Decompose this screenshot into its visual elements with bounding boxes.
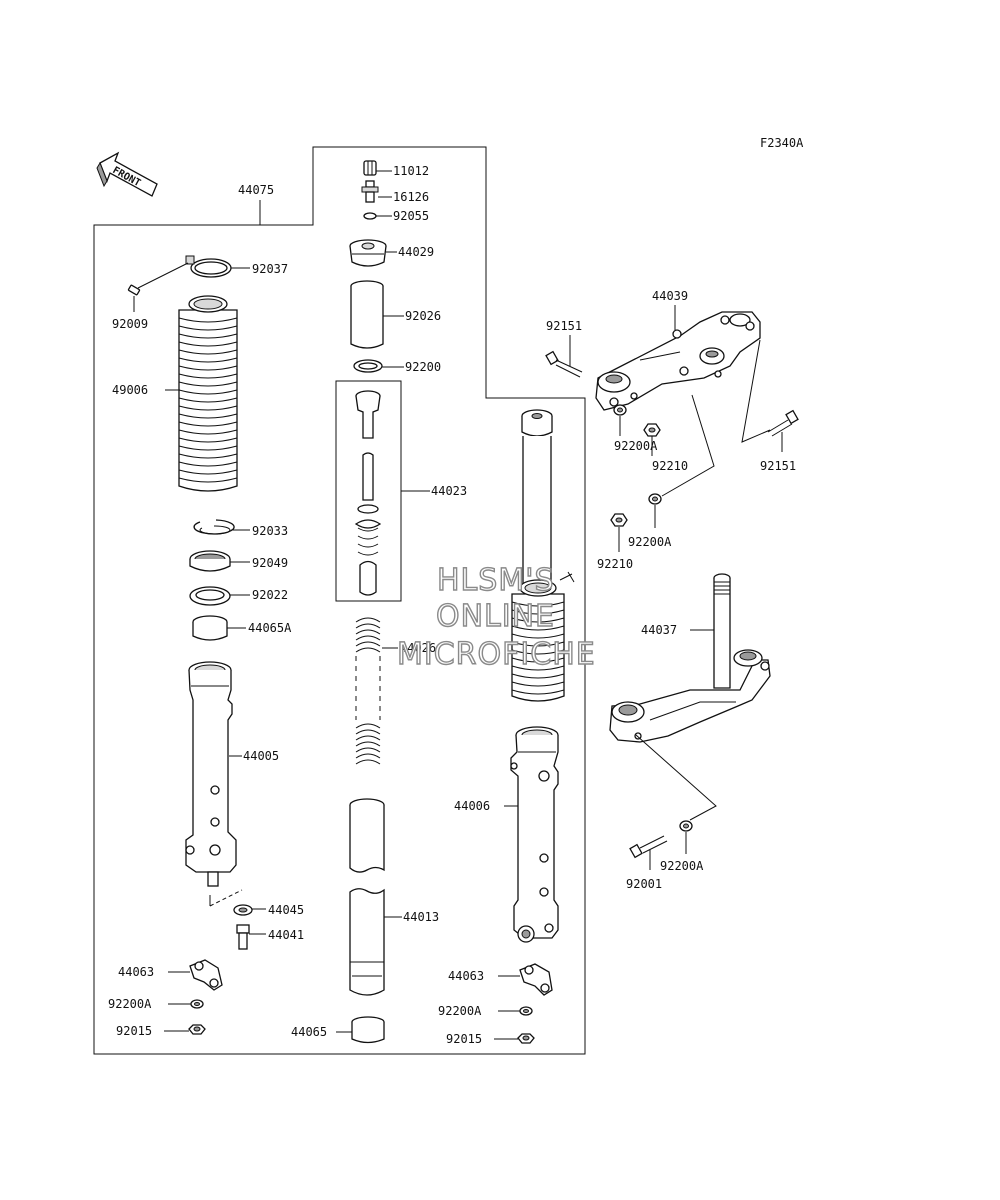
- o-ring-92055: [363, 212, 377, 220]
- label-92015-left: 92015: [116, 1024, 152, 1038]
- label-44026: 44026: [400, 641, 436, 655]
- inner-tube-44013: [349, 798, 385, 996]
- label-44065A: 44065A: [248, 621, 292, 635]
- label-92200A-a: 92200A: [614, 439, 658, 453]
- bolt-92151-b: [767, 409, 799, 437]
- bolt-92151-a: [545, 350, 583, 378]
- watermark-line-3: MICROFICHE: [397, 637, 596, 672]
- upper-bracket-44039: [595, 311, 761, 411]
- bushing-44065: [351, 1016, 385, 1044]
- label-92200A-left: 92200A: [108, 997, 152, 1011]
- front-arrow-icon: FRONT: [96, 151, 158, 197]
- label-44029: 44029: [398, 245, 434, 259]
- label-92210-a: 92210: [652, 459, 688, 473]
- label-92055: 92055: [393, 209, 429, 223]
- boot-assembled: [511, 579, 565, 702]
- holder-44063-left: [189, 959, 223, 991]
- clamp-92037: [185, 255, 232, 278]
- label-92200A-c: 92200A: [660, 859, 704, 873]
- label-44065: 44065: [291, 1025, 327, 1039]
- cap-44029: [349, 239, 387, 267]
- label-92200A-right: 92200A: [438, 1004, 482, 1018]
- label-44041: 44041: [268, 928, 304, 942]
- screw-92009: [127, 262, 189, 296]
- circlip-92033: [193, 519, 235, 535]
- label-92151-b: 92151: [760, 459, 796, 473]
- label-44013: 44013: [403, 910, 439, 924]
- outer-tube-44006: [510, 726, 559, 943]
- nut-92210-b: [610, 513, 628, 527]
- label-92015-right: 92015: [446, 1032, 482, 1046]
- watermark-line-2: ONLINE: [436, 599, 555, 634]
- label-92210-b: 92210: [597, 557, 633, 571]
- label-92009: 92009: [112, 317, 148, 331]
- label-92049: 92049: [252, 556, 288, 570]
- damper-rod-44023: [354, 390, 382, 596]
- label-44039: 44039: [652, 289, 688, 303]
- nut-92015-left: [188, 1024, 206, 1035]
- oil-seal-92049: [189, 550, 231, 572]
- nut-92015-right: [517, 1033, 535, 1044]
- label-92037: 92037: [252, 262, 288, 276]
- label-92200: 92200: [405, 360, 441, 374]
- label-44023: 44023: [431, 484, 467, 498]
- nut-92210-a: [643, 423, 661, 437]
- washer-92022: [189, 586, 231, 606]
- spacer-92026: [350, 280, 384, 349]
- label-44005: 44005: [243, 749, 279, 763]
- label-44063-right: 44063: [448, 969, 484, 983]
- label-92151-a: 92151: [546, 319, 582, 333]
- label-92033: 92033: [252, 524, 288, 538]
- label-92001: 92001: [626, 877, 662, 891]
- label-49006: 49006: [112, 383, 148, 397]
- bolt-44041: [236, 924, 250, 950]
- assembled-fork-upper: [521, 409, 553, 589]
- boot-49006: [178, 295, 238, 492]
- bolt-92001: [629, 835, 668, 859]
- label-44045: 44045: [268, 903, 304, 917]
- steering-stem-44037: [609, 573, 771, 743]
- spring-44026: [355, 617, 381, 765]
- bolt-11012: [363, 160, 377, 176]
- label-44037: 44037: [641, 623, 677, 637]
- diagram-code: F2340A: [760, 136, 804, 150]
- outer-tube-44005: [185, 661, 237, 887]
- label-92022: 92022: [252, 588, 288, 602]
- assembly-frame: [93, 146, 586, 1055]
- watermark: HLSM'S ONLINE MICROFICHE: [396, 562, 596, 672]
- label-92200A-b: 92200A: [628, 535, 672, 549]
- valve-16126: [361, 180, 379, 203]
- watermark-line-1: HLSM'S: [437, 563, 555, 598]
- bushing-44065A: [192, 615, 228, 641]
- label-92026: 92026: [405, 309, 441, 323]
- label-16126: 16126: [393, 190, 429, 204]
- holder-44063-right: [519, 963, 553, 996]
- label-44006: 44006: [454, 799, 490, 813]
- label-11012: 11012: [393, 164, 429, 178]
- washer-92200: [353, 359, 383, 373]
- label-44063-left: 44063: [118, 965, 154, 979]
- label-44075: 44075: [238, 183, 274, 197]
